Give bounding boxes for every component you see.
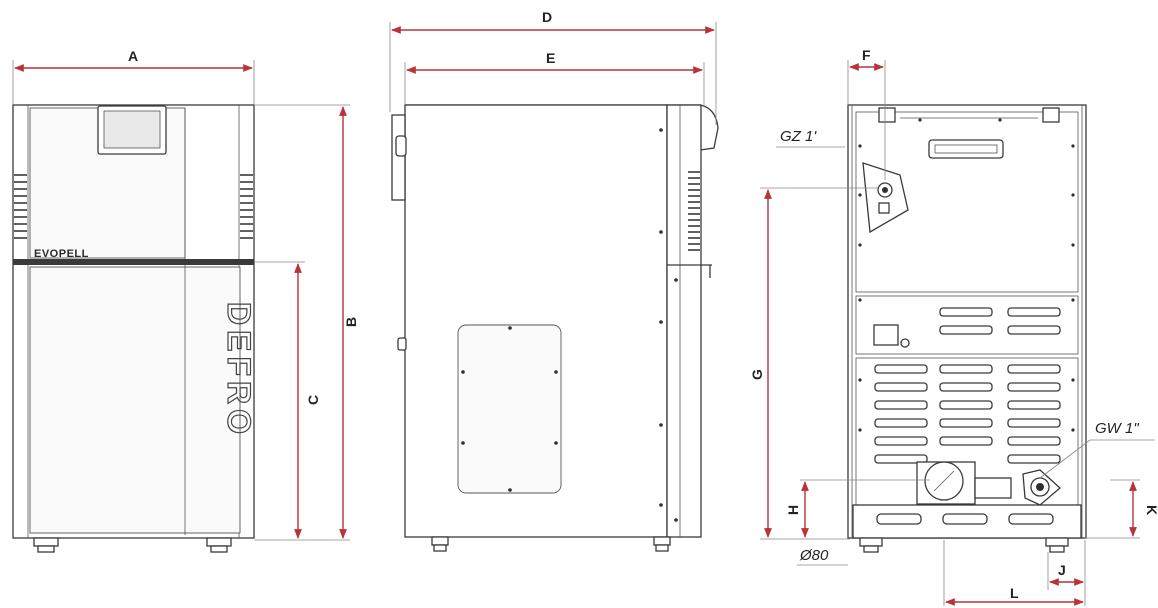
- dimension-g-label: G: [749, 369, 765, 380]
- front-foot-left: [33, 537, 59, 547]
- front-vents: [14, 174, 253, 239]
- rear-handle: [928, 139, 1004, 159]
- side-front-knob: [395, 135, 407, 157]
- front-foot-left-pad: [37, 545, 55, 553]
- side-vents: [688, 171, 700, 251]
- model-logo: EVOPELL: [34, 248, 89, 260]
- side-front-latch: [397, 337, 407, 351]
- dimension-b-label: B: [343, 317, 359, 327]
- rear-hinge-right: [1042, 107, 1060, 123]
- dimension-d-label: D: [542, 9, 552, 25]
- front-brand-band: [13, 259, 254, 265]
- side-foot-rear: [653, 536, 671, 546]
- side-foot-front-pad: [433, 544, 447, 552]
- dimension-f-label: F: [862, 47, 871, 63]
- side-lid: [405, 104, 719, 151]
- rear-view: F GZ 1' G H Ø80 GW 1" K J L: [749, 47, 1158, 606]
- dimension-e-label: E: [546, 50, 555, 66]
- side-view: D E: [389, 9, 719, 552]
- maker-logo: DEFRO: [221, 302, 257, 439]
- feeder-assembly: [916, 461, 1061, 506]
- supply-connection-label: GZ 1': [780, 128, 817, 145]
- rear-hinge-left: [878, 107, 896, 123]
- rear-foot-right-pad: [1049, 545, 1065, 553]
- rear-foot-left: [859, 537, 883, 547]
- dimension-h-label: H: [785, 505, 801, 515]
- rear-foot-right: [1045, 537, 1069, 547]
- dimension-j-label: J: [1058, 562, 1066, 578]
- side-foot-rear-pad: [655, 544, 669, 552]
- dimension-c-label: C: [305, 395, 321, 405]
- front-foot-right: [206, 537, 232, 547]
- side-foot-front: [431, 536, 449, 546]
- side-front-controls: [391, 114, 406, 201]
- dimension-l-label: L: [1010, 585, 1019, 601]
- front-view: EVOPELL DEFRO A B C: [12, 48, 359, 553]
- front-foot-right-pad: [210, 545, 228, 553]
- front-lower-door: [29, 266, 241, 534]
- rear-connector-block: [873, 324, 899, 346]
- control-display: [103, 110, 161, 149]
- supply-fitting: [862, 162, 909, 234]
- return-connection-label: GW 1": [1095, 420, 1139, 437]
- flue-diameter-label: Ø80: [799, 547, 829, 564]
- side-inspection-panel: [457, 324, 562, 494]
- side-rear-column: [666, 104, 702, 538]
- dimension-k-label: K: [1144, 505, 1158, 515]
- rear-foot-left-pad: [863, 545, 879, 553]
- dimension-a-label: A: [128, 48, 138, 64]
